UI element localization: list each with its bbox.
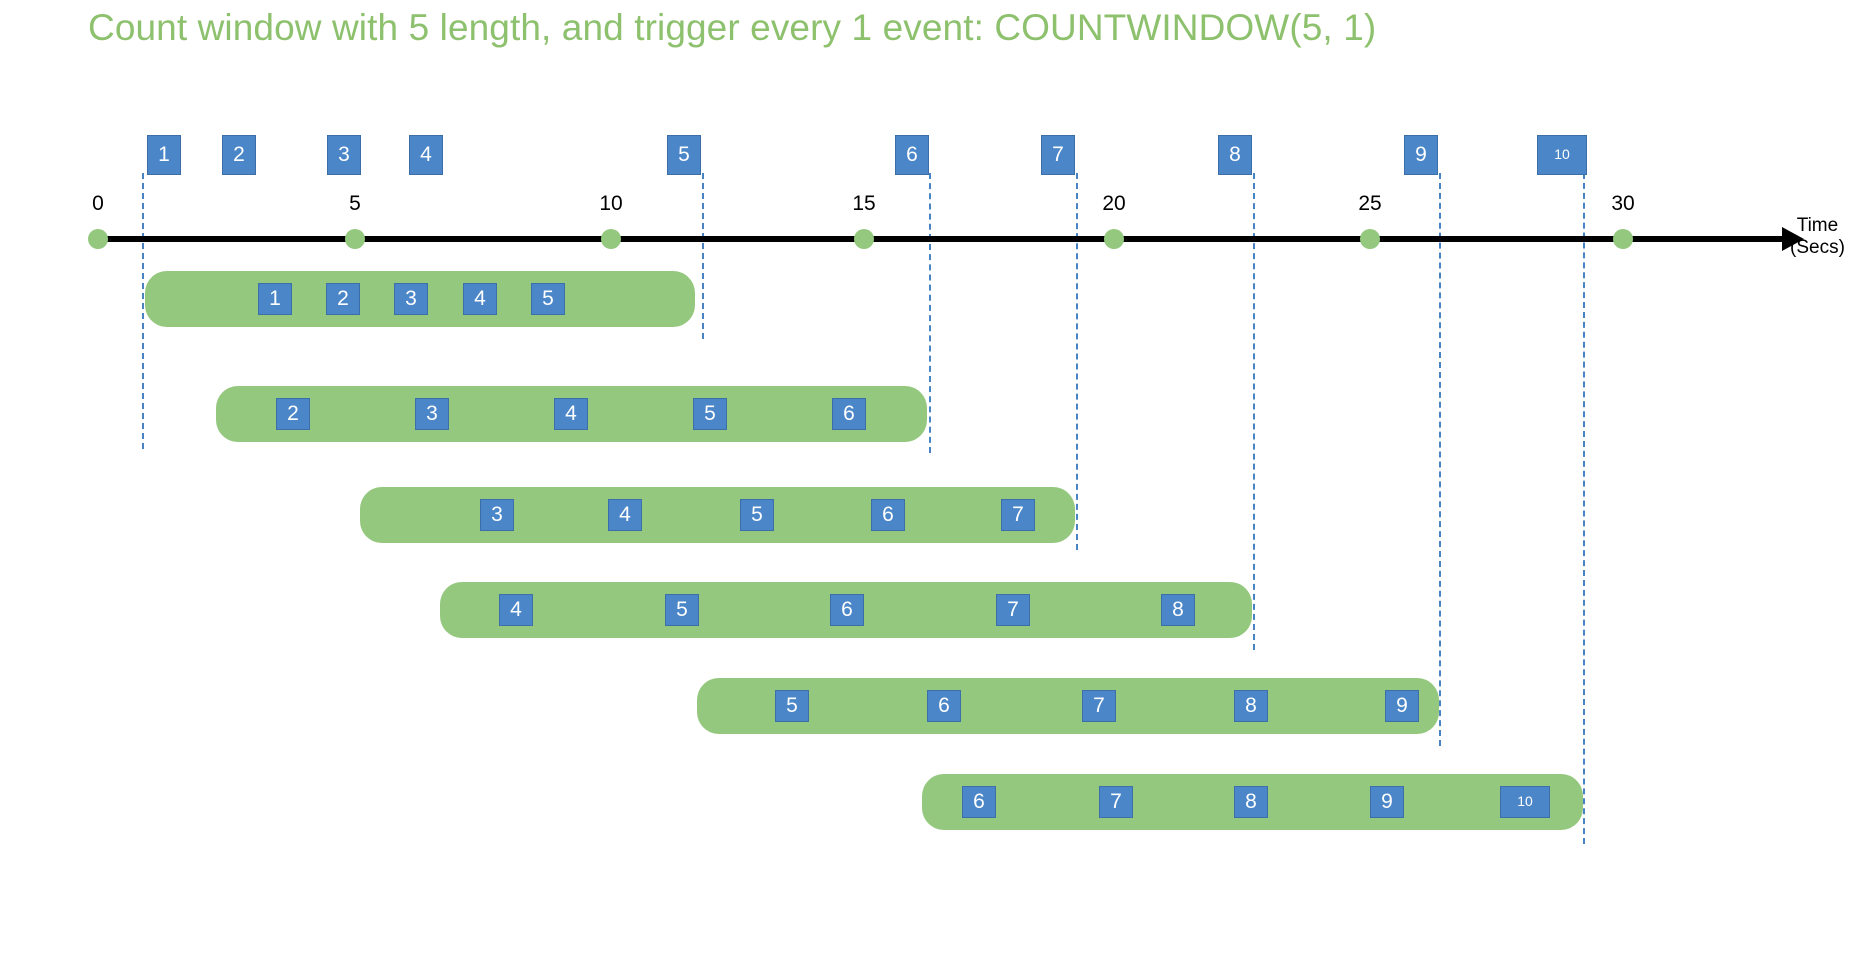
window-5-event-9[interactable]: 9	[1385, 690, 1419, 722]
window-6-event-9[interactable]: 9	[1370, 786, 1404, 818]
window-2-event-6[interactable]: 6	[832, 398, 866, 430]
trigger-guide-6	[929, 173, 931, 453]
axis-tick-label-0: 0	[92, 192, 104, 215]
trigger-guide-9	[1439, 173, 1441, 746]
time-axis-arrow-icon	[1782, 227, 1804, 251]
timeline-event-4[interactable]: 4	[409, 135, 443, 175]
window-2-event-5[interactable]: 5	[693, 398, 727, 430]
window-3-event-5[interactable]: 5	[740, 499, 774, 531]
window-3-event-7[interactable]: 7	[1001, 499, 1035, 531]
window-1-event-4[interactable]: 4	[463, 283, 497, 315]
window-1-event-3[interactable]: 3	[394, 283, 428, 315]
axis-tick-label-20: 20	[1102, 192, 1126, 215]
axis-tick-dot-10	[601, 229, 621, 249]
window-4-event-5[interactable]: 5	[665, 594, 699, 626]
trigger-guide-5	[702, 173, 704, 339]
window-3[interactable]	[360, 487, 1075, 543]
trigger-guide-1	[142, 173, 144, 449]
time-axis-label: Time (Secs)	[1790, 215, 1845, 259]
time-axis-label-line1: Time	[1796, 215, 1839, 236]
window-1-event-1[interactable]: 1	[258, 283, 292, 315]
window-5-event-6[interactable]: 6	[927, 690, 961, 722]
window-5[interactable]	[697, 678, 1439, 734]
axis-tick-label-10: 10	[599, 192, 623, 215]
window-4-event-4[interactable]: 4	[499, 594, 533, 626]
window-1-event-2[interactable]: 2	[326, 283, 360, 315]
trigger-guide-7	[1076, 173, 1078, 550]
timeline-event-8[interactable]: 8	[1218, 135, 1252, 175]
axis-tick-label-25: 25	[1358, 192, 1382, 215]
window-2-event-4[interactable]: 4	[554, 398, 588, 430]
window-4-event-8[interactable]: 8	[1161, 594, 1195, 626]
window-5-event-5[interactable]: 5	[775, 690, 809, 722]
window-5-event-8[interactable]: 8	[1234, 690, 1268, 722]
window-6-event-10[interactable]: 10	[1500, 786, 1550, 818]
window-4-event-7[interactable]: 7	[996, 594, 1030, 626]
timeline-event-6[interactable]: 6	[895, 135, 929, 175]
trigger-guide-8	[1253, 173, 1255, 650]
window-2-event-3[interactable]: 3	[415, 398, 449, 430]
window-3-event-3[interactable]: 3	[480, 499, 514, 531]
trigger-guide-10	[1583, 173, 1585, 844]
timeline-event-10[interactable]: 10	[1537, 135, 1587, 175]
window-5-event-7[interactable]: 7	[1082, 690, 1116, 722]
timeline-event-2[interactable]: 2	[222, 135, 256, 175]
window-1-event-5[interactable]: 5	[531, 283, 565, 315]
time-axis-label-line2: (Secs)	[1790, 237, 1845, 258]
axis-tick-label-5: 5	[349, 192, 361, 215]
window-2-event-2[interactable]: 2	[276, 398, 310, 430]
timeline-event-5[interactable]: 5	[667, 135, 701, 175]
timeline-event-9[interactable]: 9	[1404, 135, 1438, 175]
axis-tick-label-15: 15	[852, 192, 876, 215]
axis-tick-dot-25	[1360, 229, 1380, 249]
axis-tick-dot-15	[854, 229, 874, 249]
time-axis-line	[98, 236, 1788, 242]
timeline-event-7[interactable]: 7	[1041, 135, 1075, 175]
window-4-event-6[interactable]: 6	[830, 594, 864, 626]
window-6-event-6[interactable]: 6	[962, 786, 996, 818]
page-title: Count window with 5 length, and trigger …	[88, 7, 1377, 48]
timeline-event-3[interactable]: 3	[327, 135, 361, 175]
timeline-event-1[interactable]: 1	[147, 135, 181, 175]
axis-tick-dot-30	[1613, 229, 1633, 249]
axis-tick-dot-20	[1104, 229, 1124, 249]
axis-tick-label-30: 30	[1611, 192, 1635, 215]
axis-tick-dot-0	[88, 229, 108, 249]
window-6-event-8[interactable]: 8	[1234, 786, 1268, 818]
axis-tick-dot-5	[345, 229, 365, 249]
window-3-event-6[interactable]: 6	[871, 499, 905, 531]
window-3-event-4[interactable]: 4	[608, 499, 642, 531]
window-6-event-7[interactable]: 7	[1099, 786, 1133, 818]
